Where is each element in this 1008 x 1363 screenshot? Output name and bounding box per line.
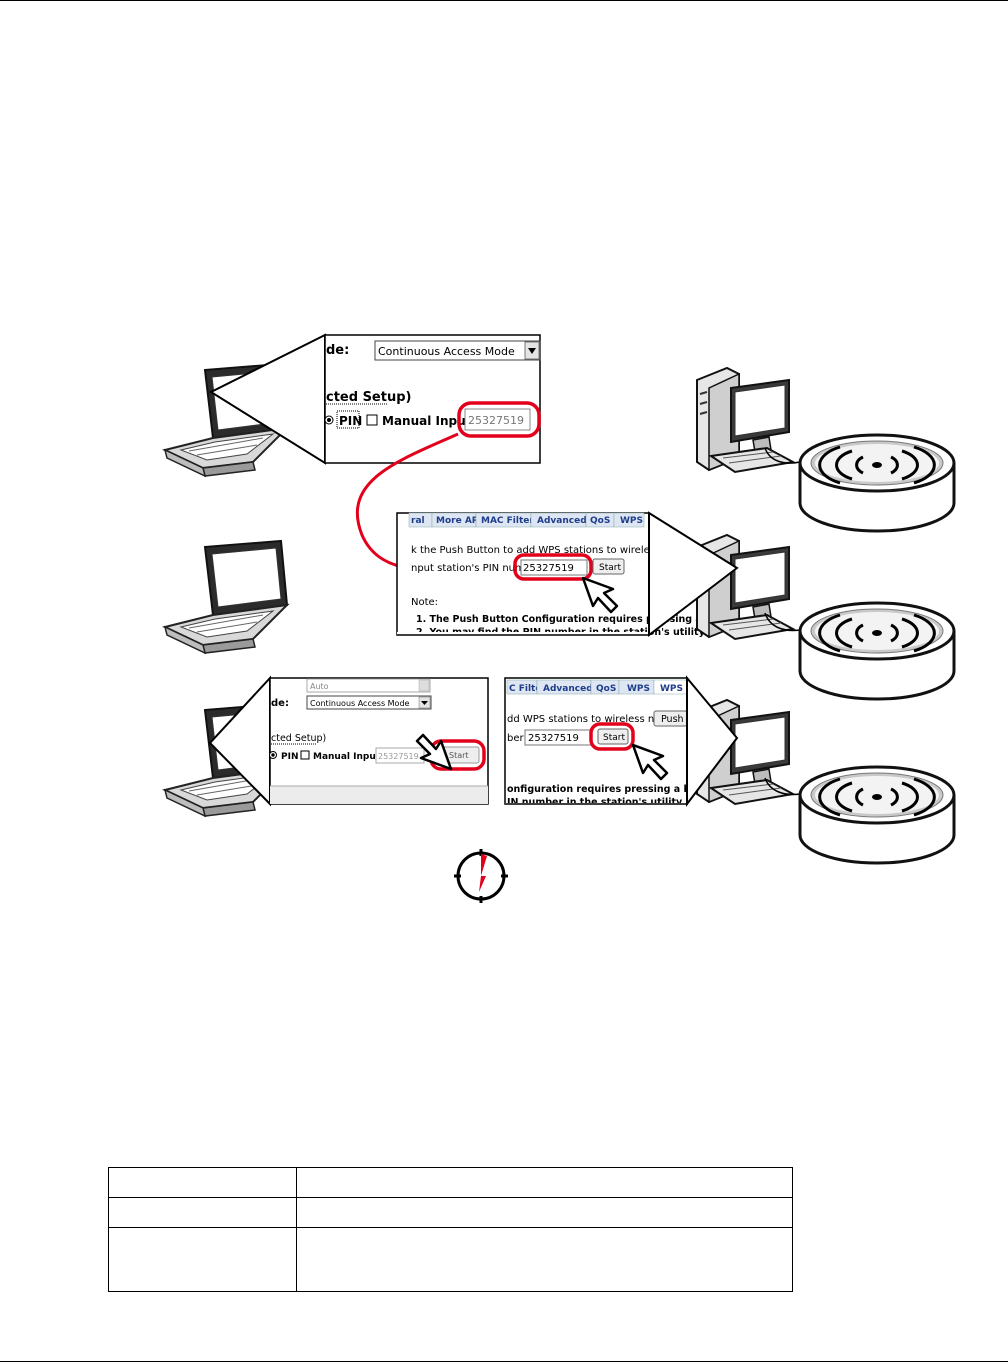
manual-input-checkbox[interactable] <box>366 414 378 426</box>
pin-field-value: 25327519 <box>378 752 419 761</box>
pin-label: PIN <box>281 752 298 762</box>
callout-wedge <box>686 675 739 807</box>
manual-input-checkbox[interactable] <box>300 750 310 760</box>
pin-prompt-text: nput station's PIN number: <box>411 563 545 574</box>
callout-wedge <box>648 511 739 638</box>
pin-label: PIN <box>339 414 362 428</box>
tab-label: More AP <box>436 516 479 526</box>
tab-wps[interactable] <box>613 512 645 528</box>
chevron-down-icon <box>528 348 536 354</box>
pin-field-value: 25327519 <box>468 414 524 427</box>
note-1: 1. The Push Button Configuration require… <box>416 614 719 625</box>
mode-select-value: Continuous Access Mode <box>378 345 515 358</box>
mode-label: de: <box>271 698 289 709</box>
router-icon <box>798 433 956 533</box>
auto-select-value: Auto <box>310 682 329 691</box>
station-pin-value: 25327519 <box>523 563 574 574</box>
pin-highlight <box>457 401 541 438</box>
footer-rule <box>0 1361 1008 1362</box>
router-icon <box>798 601 956 701</box>
tab-label: Advanced <box>537 516 587 526</box>
router-icon <box>798 765 956 865</box>
tab-label: WPS <box>627 684 650 694</box>
pin-highlight <box>513 553 593 581</box>
section-title: cted Setup) <box>271 733 326 744</box>
tab-label: Advanced <box>543 684 593 694</box>
tab-label: MAC Filter <box>481 516 534 526</box>
timer-icon <box>454 849 508 903</box>
section-title: cted Setup) <box>326 390 411 405</box>
station-pin-value: 25327519 <box>528 733 579 744</box>
table-column-divider <box>296 1168 297 1291</box>
tab-label: ral <box>411 516 425 526</box>
tab-bar: C Filter Advanced QoS WPS WPS <box>506 679 688 695</box>
tab-bar: ral More AP MAC Filter Advanced QoS WPS <box>408 512 645 528</box>
tab-label: C Filter <box>509 684 546 694</box>
pin-prompt-text: ber: <box>507 733 527 744</box>
tab-label: WPS <box>620 516 643 526</box>
router-wps-panel: ral More AP MAC Filter Advanced QoS WPS … <box>396 512 719 638</box>
mode-select[interactable]: Continuous Access Mode <box>306 695 432 710</box>
mode-select[interactable]: Continuous Access Mode <box>374 340 541 361</box>
start-button-label: Start <box>603 733 625 743</box>
note-2: IN number in the station's utility. <box>507 797 685 808</box>
tab-label: QoS <box>590 516 610 526</box>
manual-input-label: Manual Input <box>313 752 381 762</box>
station-pin-field[interactable] <box>520 559 588 576</box>
mode-label: de: <box>326 343 349 358</box>
start-button-label: Start <box>449 751 469 760</box>
desktop-computer-icon <box>696 367 794 473</box>
tab-label: WPS <box>660 684 683 694</box>
note-1: onfiguration requires pressing a button … <box>507 784 746 795</box>
pin-field[interactable] <box>464 408 531 431</box>
note-label: Note: <box>411 597 438 608</box>
push-button-label: Push <box>661 714 684 725</box>
pin-radio[interactable] <box>324 415 334 425</box>
manual-input-label: Manual Input <box>382 414 472 428</box>
start-highlight <box>589 722 635 751</box>
table-row <box>109 1227 792 1228</box>
flow-arrow <box>355 432 459 570</box>
mode-select-value: Continuous Access Mode <box>310 699 410 708</box>
router-start-panel: C Filter Advanced QoS WPS WPS dd WPS sta… <box>504 677 746 808</box>
start-button[interactable] <box>592 558 625 575</box>
blank-table <box>108 1167 793 1292</box>
chevron-down-icon <box>421 701 428 705</box>
laptop-start-panel: Auto de: Continuous Access Mode cted Set… <box>269 677 489 805</box>
tab-label: QoS <box>596 684 616 694</box>
header-rule <box>0 0 1008 1</box>
push-button-text: dd WPS stations to wireless network. <box>507 714 692 725</box>
laptop-wps-panel: de: Continuous Access Mode cted Setup) P… <box>324 334 541 464</box>
pin-radio[interactable] <box>269 751 277 759</box>
start-button-label: Start <box>599 563 621 573</box>
start-button[interactable] <box>597 728 629 745</box>
push-button-text: k the Push Button to add WPS stations to… <box>411 545 707 556</box>
laptop-icon <box>164 540 288 654</box>
table-row <box>109 1197 792 1198</box>
